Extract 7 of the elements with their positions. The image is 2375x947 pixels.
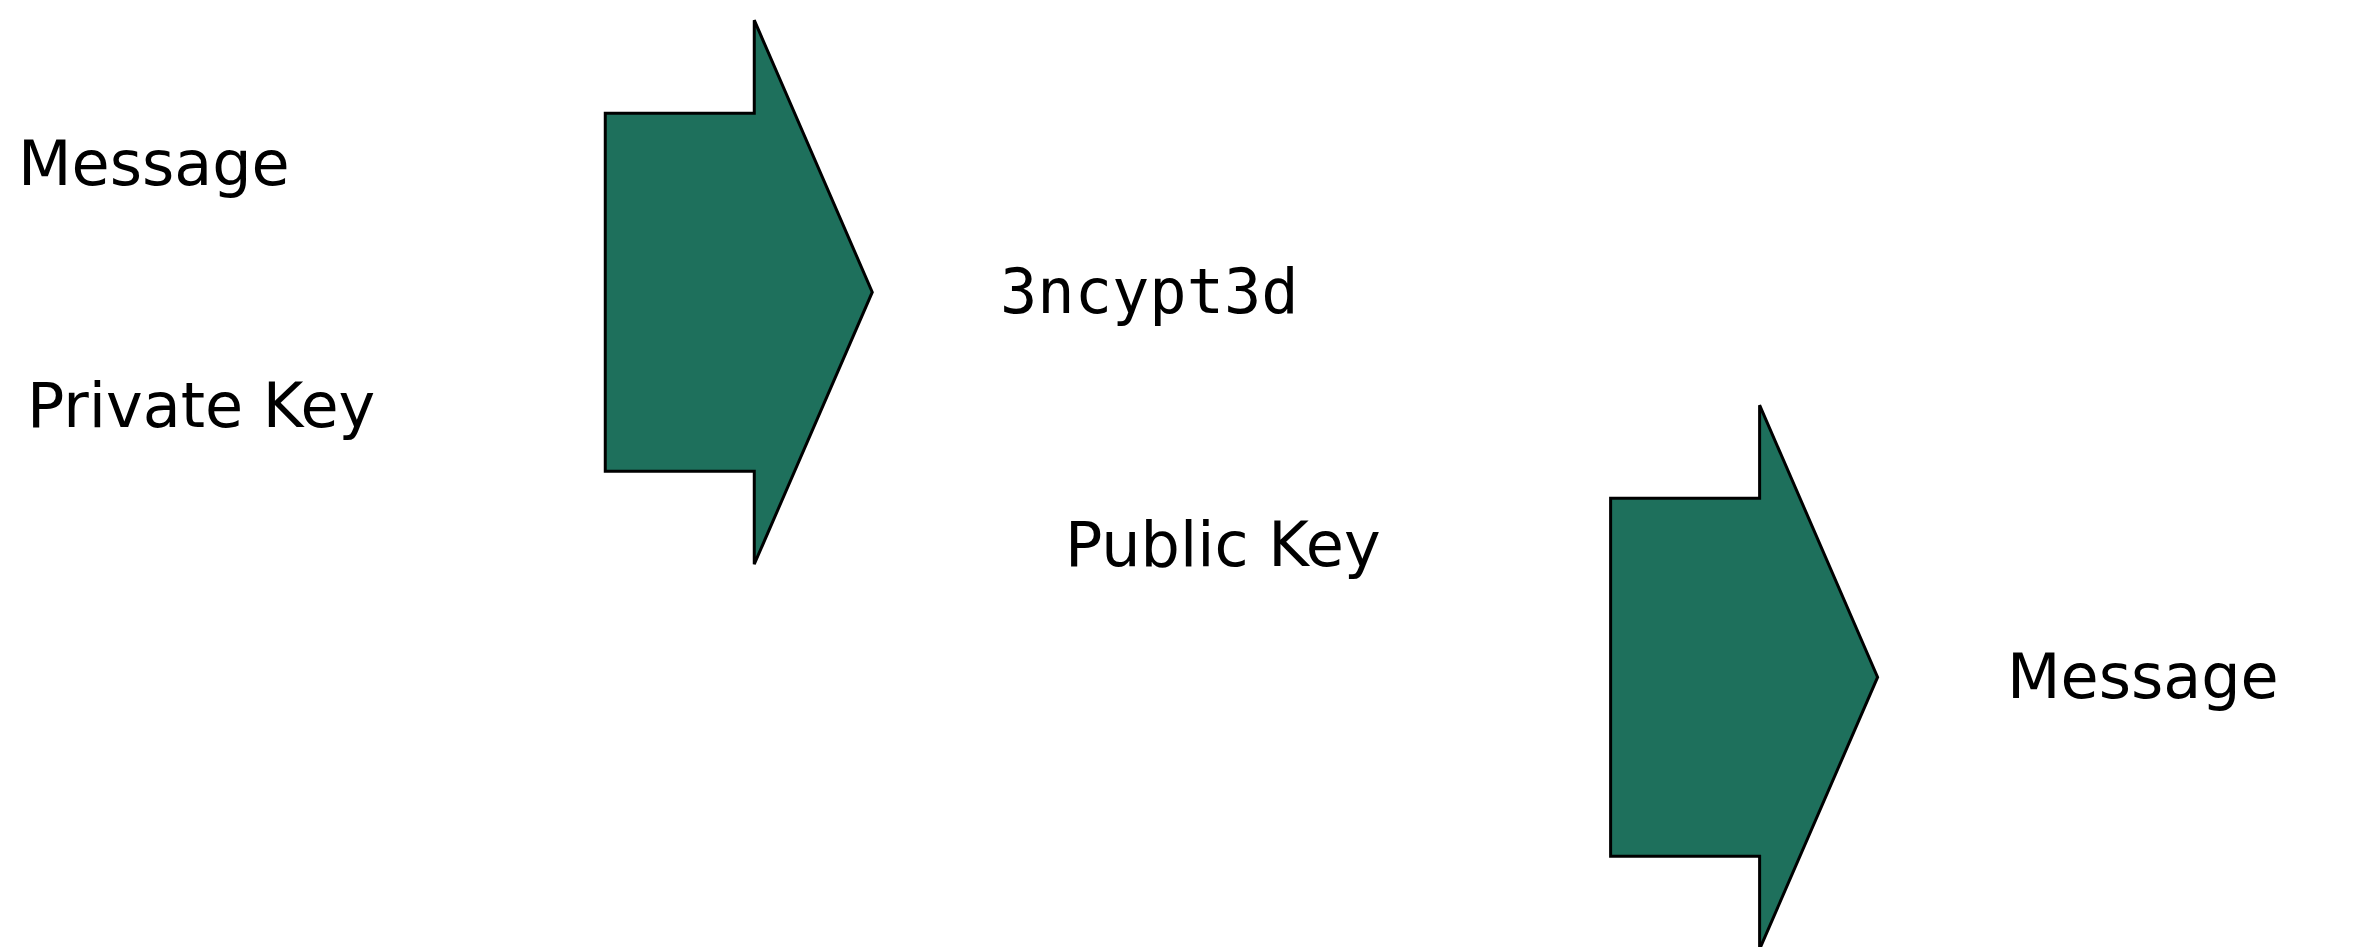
node-label: Private Key	[27, 369, 376, 444]
node-label: Message	[18, 127, 290, 202]
block-arrow	[1609, 403, 1880, 947]
node-label: 3ncypt3d	[1000, 255, 1299, 330]
node-label: Public Key	[1065, 508, 1381, 583]
node-label: Message	[2007, 640, 2279, 715]
block-arrow	[603, 18, 874, 566]
